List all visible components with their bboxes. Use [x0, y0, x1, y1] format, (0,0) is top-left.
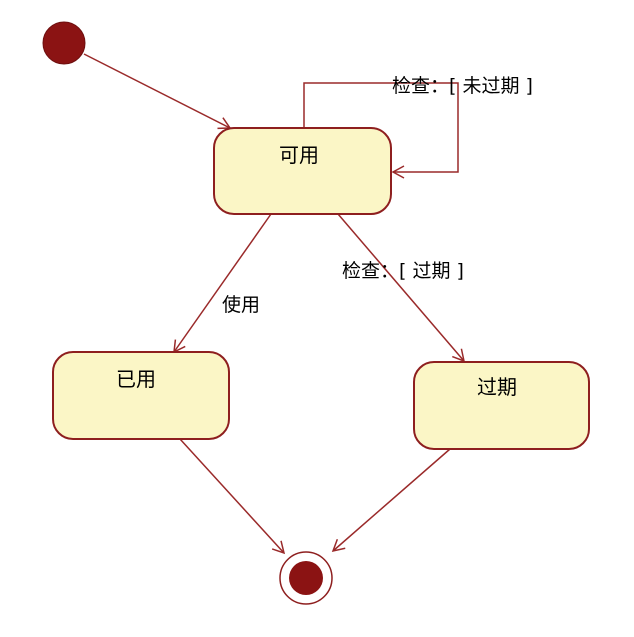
edge-available-to-expired	[337, 213, 466, 363]
state-expired: 过期	[413, 361, 590, 450]
label-check-expired: 检查：[ 过期 ]	[342, 260, 464, 282]
edge-available-to-used	[173, 213, 272, 354]
state-available: 可用	[213, 127, 392, 215]
state-available-label: 可用	[279, 143, 319, 167]
initial-state	[42, 21, 86, 65]
label-use: 使用	[222, 294, 260, 316]
state-used: 已用	[52, 351, 230, 440]
edge-expired-to-final	[331, 448, 451, 553]
edge-used-to-final	[179, 438, 286, 555]
edge-self-loop-available	[303, 82, 459, 179]
edge-initial-to-available	[83, 53, 232, 130]
final-state	[279, 551, 333, 605]
state-expired-label: 过期	[477, 375, 517, 399]
state-used-label: 已用	[116, 367, 156, 391]
label-check-not-expired: 检查：[ 未过期 ]	[392, 75, 533, 97]
